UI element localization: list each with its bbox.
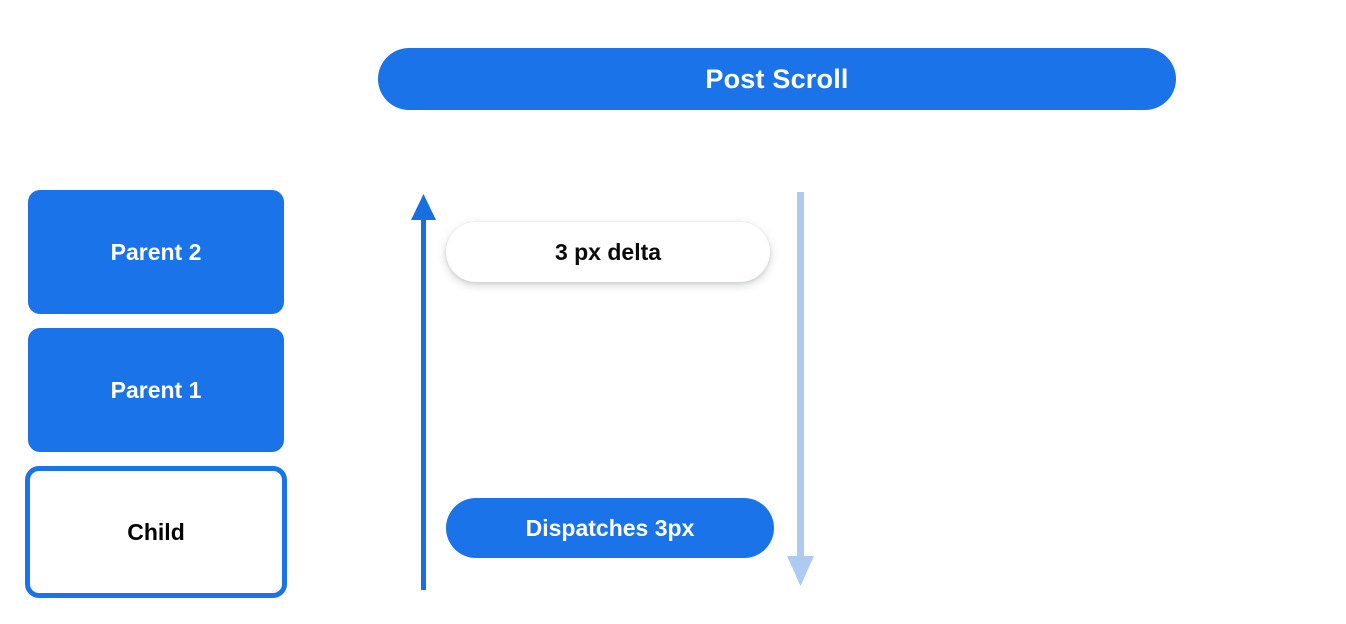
node-child: Child [25,466,287,598]
node-parent-1: Parent 1 [28,328,284,452]
dispatches-chip: Dispatches 3px [446,498,774,558]
node-parent-2-label: Parent 2 [110,238,202,265]
post-scroll-header-label: Post Scroll [705,63,849,94]
node-parent-1-label: Parent 1 [110,376,202,403]
node-stack: Parent 2 Parent 1 Child [25,190,287,598]
scroll-down-arrow-icon [787,192,814,586]
scroll-up-arrow-icon [411,194,436,590]
delta-chip-label: 3 px delta [554,238,662,265]
node-child-label: Child [127,518,185,545]
node-parent-2: Parent 2 [28,190,284,314]
post-scroll-header-pill: Post Scroll [378,48,1176,110]
delta-chip: 3 px delta [446,222,770,282]
dispatches-chip-label: Dispatches 3px [525,514,695,541]
